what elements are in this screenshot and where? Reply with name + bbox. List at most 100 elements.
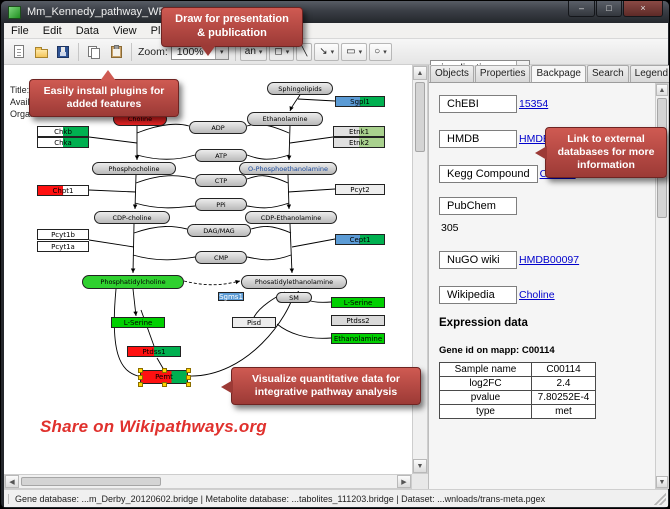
selection-handle[interactable]: [138, 375, 143, 380]
selection-handle[interactable]: [162, 382, 167, 387]
callout-pointer-icon: [200, 44, 216, 56]
node-cdp-ethanolamine[interactable]: CDP-Ethanolamine: [245, 211, 337, 224]
scrollbar-corner: [412, 474, 428, 489]
wikipedia-link[interactable]: Choline: [519, 289, 555, 301]
resize-grip-icon[interactable]: [654, 493, 666, 505]
label-tool-icon: an: [244, 46, 256, 57]
menu-item-view[interactable]: View: [112, 24, 137, 37]
node-etnk2[interactable]: Etnk2: [333, 137, 385, 148]
connector-tool[interactable]: ↘▾: [314, 42, 340, 61]
scroll-down-arrow-icon[interactable]: ▼: [656, 476, 668, 488]
menu-item-data[interactable]: Data: [75, 24, 99, 37]
node-ctp[interactable]: CTP: [195, 174, 247, 187]
node-sgms1[interactable]: Sgms1: [218, 292, 244, 301]
node-adp[interactable]: ADP: [189, 121, 247, 134]
node-sgpl1[interactable]: Sgpl1: [335, 96, 385, 107]
close-button[interactable]: ×: [623, 1, 663, 17]
toolbar: Zoom: 100% ▾ an▾◻▾╲↘▾▭▾○▾ visualization …: [4, 39, 668, 76]
scroll-down-arrow-icon[interactable]: ▼: [413, 459, 427, 473]
scroll-up-arrow-icon[interactable]: ▲: [413, 66, 427, 80]
menu-item-file[interactable]: File: [11, 24, 29, 37]
dropdown-arrow-icon[interactable]: ▾: [383, 48, 387, 56]
save-button[interactable]: [52, 42, 74, 62]
node-chkb[interactable]: Chkb: [37, 126, 89, 137]
dropdown-arrow-icon[interactable]: ▾: [285, 48, 290, 56]
scrollbar-thumb[interactable]: [415, 82, 425, 152]
callout-draw-text: Draw for presentation & publication: [175, 13, 289, 39]
nugo-wiki-link[interactable]: HMDB00097: [519, 254, 580, 266]
node-atp[interactable]: ATP: [195, 149, 247, 162]
expression-data-title: Expression data: [439, 317, 528, 329]
selection-handle[interactable]: [138, 368, 143, 373]
node-ethanolamine[interactable]: Ethanolamine: [247, 112, 323, 126]
selection-handle[interactable]: [186, 375, 191, 380]
node-pemt[interactable]: Pemt: [138, 368, 191, 387]
page-icon: [14, 45, 24, 58]
canvas-horizontal-scrollbar[interactable]: ◀ ▶: [4, 474, 412, 489]
tab-properties[interactable]: Properties: [474, 65, 531, 82]
scrollbar-thumb[interactable]: [21, 477, 161, 486]
scroll-right-arrow-icon[interactable]: ▶: [397, 475, 411, 488]
datanode-tool-icon: ◻: [274, 46, 283, 57]
node-pisd[interactable]: Pisd: [232, 317, 276, 328]
scroll-left-arrow-icon[interactable]: ◀: [5, 475, 19, 488]
node-phosphocholine[interactable]: Phosphocholine: [92, 162, 176, 175]
node-chpt1[interactable]: Chpt1: [37, 185, 89, 196]
node-cmp[interactable]: CMP: [195, 251, 247, 264]
node-phosatidylethanolamine[interactable]: Phosatidylethanolamine: [241, 275, 347, 289]
node-pcyt1b[interactable]: Pcyt1b: [37, 229, 89, 240]
node-o-phosphoethanolamine[interactable]: O-Phosphoethanolamine: [239, 162, 337, 175]
maximize-button[interactable]: □: [596, 1, 622, 17]
tab-backpage[interactable]: Backpage: [531, 65, 586, 82]
selection-handle[interactable]: [186, 368, 191, 373]
titlebar: Mm_Kennedy_pathway_WP1771_45176.gpml – □…: [1, 1, 669, 23]
node-ptdss2[interactable]: Ptdss2: [331, 315, 385, 326]
node-dag-mag[interactable]: DAG/MAG: [187, 224, 251, 237]
dropdown-arrow-icon[interactable]: ▾: [330, 48, 335, 56]
tab-legend[interactable]: Legend: [629, 65, 669, 82]
copy-button[interactable]: [83, 42, 105, 62]
node-etnk1[interactable]: Etnk1: [333, 126, 385, 137]
node-ptdss1[interactable]: Ptdss1: [127, 346, 181, 357]
node-sphingolipids[interactable]: Sphingolipids: [267, 82, 333, 95]
node-l-serine[interactable]: L-Serine: [331, 297, 385, 308]
tab-objects[interactable]: Objects: [430, 65, 474, 82]
selection-handle[interactable]: [138, 382, 143, 387]
share-text: Share on Wikipathways.org: [40, 417, 267, 436]
folder-icon: [34, 46, 48, 58]
shape-tool[interactable]: ▭▾: [341, 42, 368, 61]
new-button[interactable]: [8, 42, 30, 62]
node-cept1[interactable]: Cept1: [335, 234, 385, 245]
node-l-serine[interactable]: L-Serine: [111, 317, 165, 328]
dropdown-arrow-icon[interactable]: ▾: [258, 48, 263, 56]
zoom-value: 100%: [176, 45, 204, 58]
node-ethanolamine[interactable]: Ethanolamine: [331, 333, 385, 344]
selection-handle[interactable]: [162, 368, 167, 373]
open-button[interactable]: [30, 42, 52, 62]
minimize-button[interactable]: –: [568, 1, 595, 17]
scroll-up-arrow-icon[interactable]: ▲: [656, 84, 668, 96]
paste-button[interactable]: [105, 42, 127, 62]
menu-item-edit[interactable]: Edit: [42, 24, 62, 37]
callout-link-text: Link to external databases for more info…: [557, 133, 655, 172]
node-pcyt2[interactable]: Pcyt2: [335, 184, 385, 195]
canvas-vertical-scrollbar[interactable]: ▲ ▼: [412, 65, 428, 474]
ellipse-tool[interactable]: ○▾: [369, 42, 392, 61]
menubar: FileEditDataViewPluginsHelp: [4, 23, 668, 39]
chebi-link[interactable]: 15354: [519, 98, 549, 110]
node-pcyt1a[interactable]: Pcyt1a: [37, 241, 89, 252]
node-chka[interactable]: Chka: [37, 137, 89, 148]
zoom-dropdown-arrow-icon[interactable]: ▾: [214, 44, 228, 59]
line-tool[interactable]: ╲: [296, 42, 313, 61]
node-phosphatidylcholine[interactable]: Phosphatidylcholine: [82, 275, 184, 289]
zoom-label: Zoom:: [138, 45, 168, 58]
node-ppi[interactable]: PPi: [195, 198, 247, 211]
tab-search[interactable]: Search: [586, 65, 629, 82]
node-cdp-choline[interactable]: CDP-choline: [94, 211, 170, 224]
window-controls: – □ ×: [567, 1, 663, 17]
node-sm[interactable]: SM: [276, 292, 312, 303]
selection-handle[interactable]: [186, 382, 191, 387]
dropdown-arrow-icon[interactable]: ▾: [358, 48, 363, 56]
